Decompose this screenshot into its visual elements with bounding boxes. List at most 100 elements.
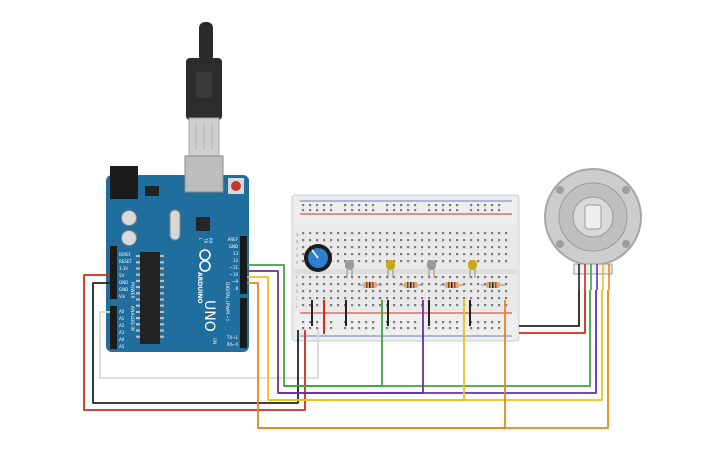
breadboard-hole bbox=[421, 283, 424, 286]
breadboard-hole bbox=[407, 321, 410, 324]
breadboard-hole bbox=[414, 321, 417, 324]
breadboard-hole bbox=[386, 232, 389, 235]
breadboard-hole bbox=[491, 246, 494, 249]
row-letter: f bbox=[296, 275, 298, 280]
breadboard-hole bbox=[316, 209, 319, 212]
breadboard-hole bbox=[470, 290, 473, 293]
breadboard-hole bbox=[372, 260, 375, 263]
breadboard-hole bbox=[337, 290, 340, 293]
analog-header bbox=[110, 306, 117, 349]
breadboard-hole bbox=[414, 253, 417, 256]
breadboard-hole bbox=[400, 297, 403, 300]
breadboard-hole bbox=[414, 297, 417, 300]
wire-white bbox=[99, 311, 319, 379]
breadboard-hole bbox=[491, 209, 494, 212]
resistor-2 bbox=[399, 282, 423, 288]
row-letter: a bbox=[296, 232, 299, 237]
breadboard-hole bbox=[505, 260, 508, 263]
breadboard-hole bbox=[435, 297, 438, 300]
breadboard-hole bbox=[449, 246, 452, 249]
breadboard-hole bbox=[498, 253, 501, 256]
breadboard-hole bbox=[330, 204, 333, 207]
breadboard-hole bbox=[393, 260, 396, 263]
pin-label: GND bbox=[119, 280, 128, 285]
power-pin-labels: IOREF RESET 3.3V 5V GND GND Vin bbox=[119, 252, 132, 299]
dc-jack bbox=[110, 166, 138, 199]
breadboard-hole bbox=[477, 204, 480, 207]
breadboard-hole bbox=[358, 290, 361, 293]
breadboard-hole bbox=[491, 232, 494, 235]
breadboard-hole bbox=[309, 290, 312, 293]
breadboard-hole bbox=[351, 304, 354, 307]
arduino-logo bbox=[199, 249, 211, 272]
pin-label: RX←0 bbox=[227, 342, 239, 347]
breadboard-hole bbox=[428, 327, 431, 330]
chip-pin bbox=[160, 255, 164, 258]
chip-pin bbox=[136, 329, 140, 332]
breadboard-hole bbox=[316, 290, 319, 293]
breadboard-hole bbox=[407, 232, 410, 235]
breadboard-hole bbox=[470, 246, 473, 249]
breadboard-hole bbox=[386, 239, 389, 242]
breadboard-hole bbox=[400, 321, 403, 324]
wire-orange-motor bbox=[258, 290, 609, 429]
breadboard-hole bbox=[337, 246, 340, 249]
breadboard-hole bbox=[351, 290, 354, 293]
breadboard-hole bbox=[498, 232, 501, 235]
breadboard-hole bbox=[456, 239, 459, 242]
breadboard-hole bbox=[463, 239, 466, 242]
breadboard-hole bbox=[442, 304, 445, 307]
breadboard-hole bbox=[456, 327, 459, 330]
breadboard-hole bbox=[351, 209, 354, 212]
breadboard-hole bbox=[477, 232, 480, 235]
chip-pin bbox=[160, 335, 164, 338]
breadboard-hole bbox=[442, 246, 445, 249]
breadboard-hole bbox=[372, 327, 375, 330]
l-led-label: L bbox=[198, 238, 203, 241]
pin-label: Vin bbox=[119, 294, 126, 299]
breadboard-hole bbox=[372, 321, 375, 324]
power-rail-bottom bbox=[294, 311, 517, 339]
breadboard-hole bbox=[379, 297, 382, 300]
breadboard-hole bbox=[421, 253, 424, 256]
breadboard-hole bbox=[449, 260, 452, 263]
resistor-3 bbox=[440, 282, 464, 288]
breadboard-hole bbox=[302, 204, 305, 207]
pin-label: GND bbox=[229, 244, 238, 249]
breadboard-hole bbox=[449, 304, 452, 307]
breadboard-hole bbox=[372, 276, 375, 279]
breadboard-hole bbox=[442, 209, 445, 212]
chip-pin bbox=[136, 273, 140, 276]
breadboard-hole bbox=[302, 209, 305, 212]
breadboard-hole bbox=[393, 297, 396, 300]
breadboard-hole bbox=[470, 276, 473, 279]
breadboard-hole bbox=[351, 253, 354, 256]
row-letter: c bbox=[296, 246, 298, 251]
breadboard-hole bbox=[477, 239, 480, 242]
breadboard-hole bbox=[344, 290, 347, 293]
breadboard-hole bbox=[498, 260, 501, 263]
breadboard-hole bbox=[456, 290, 459, 293]
breadboard-hole bbox=[414, 276, 417, 279]
breadboard-hole bbox=[456, 204, 459, 207]
breadboard-hole bbox=[442, 321, 445, 324]
pin-label: A4 bbox=[119, 337, 125, 342]
resistor-4 bbox=[481, 282, 505, 288]
breadboard-hole bbox=[358, 276, 361, 279]
row-letter: j bbox=[295, 303, 297, 308]
breadboard-hole bbox=[386, 283, 389, 286]
breadboard-hole bbox=[358, 283, 361, 286]
breadboard-hole bbox=[372, 304, 375, 307]
breadboard-hole bbox=[400, 209, 403, 212]
breadboard-hole bbox=[463, 276, 466, 279]
breadboard-hole bbox=[456, 260, 459, 263]
breadboard-hole bbox=[498, 276, 501, 279]
wire-yellow-motor bbox=[268, 290, 603, 401]
chip-pin bbox=[160, 273, 164, 276]
breadboard-hole bbox=[302, 232, 305, 235]
breadboard-hole bbox=[337, 276, 340, 279]
breadboard-hole bbox=[477, 327, 480, 330]
breadboard-hole bbox=[470, 209, 473, 212]
breadboard-hole bbox=[449, 204, 452, 207]
breadboard-hole bbox=[400, 327, 403, 330]
